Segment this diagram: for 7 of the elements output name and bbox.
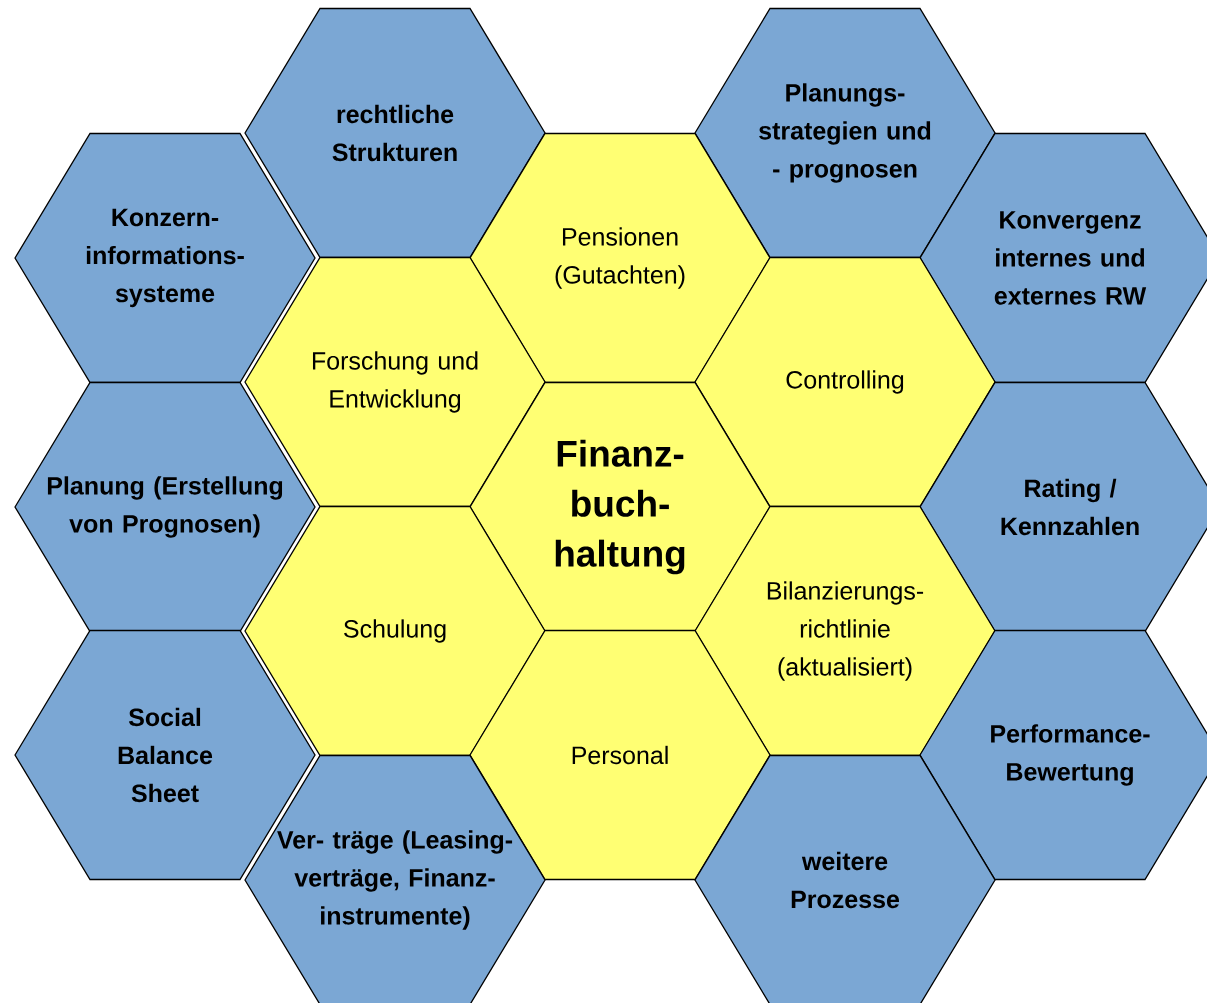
hexagon: rechtliche Strukturen [244, 7, 546, 259]
hexagon: Planungs- strategien und - prognosen [694, 7, 996, 259]
hexagon: Controlling [694, 256, 996, 508]
hexagon: Planung (Erstellung von Prognosen) [14, 381, 316, 633]
hexagon: Ver- träge (Leasing- verträge, Finanz- instrumente) [244, 754, 546, 1003]
hexagon: Performance- Bewertung [919, 629, 1207, 881]
hexagon: weitere Prozesse [694, 754, 996, 1003]
